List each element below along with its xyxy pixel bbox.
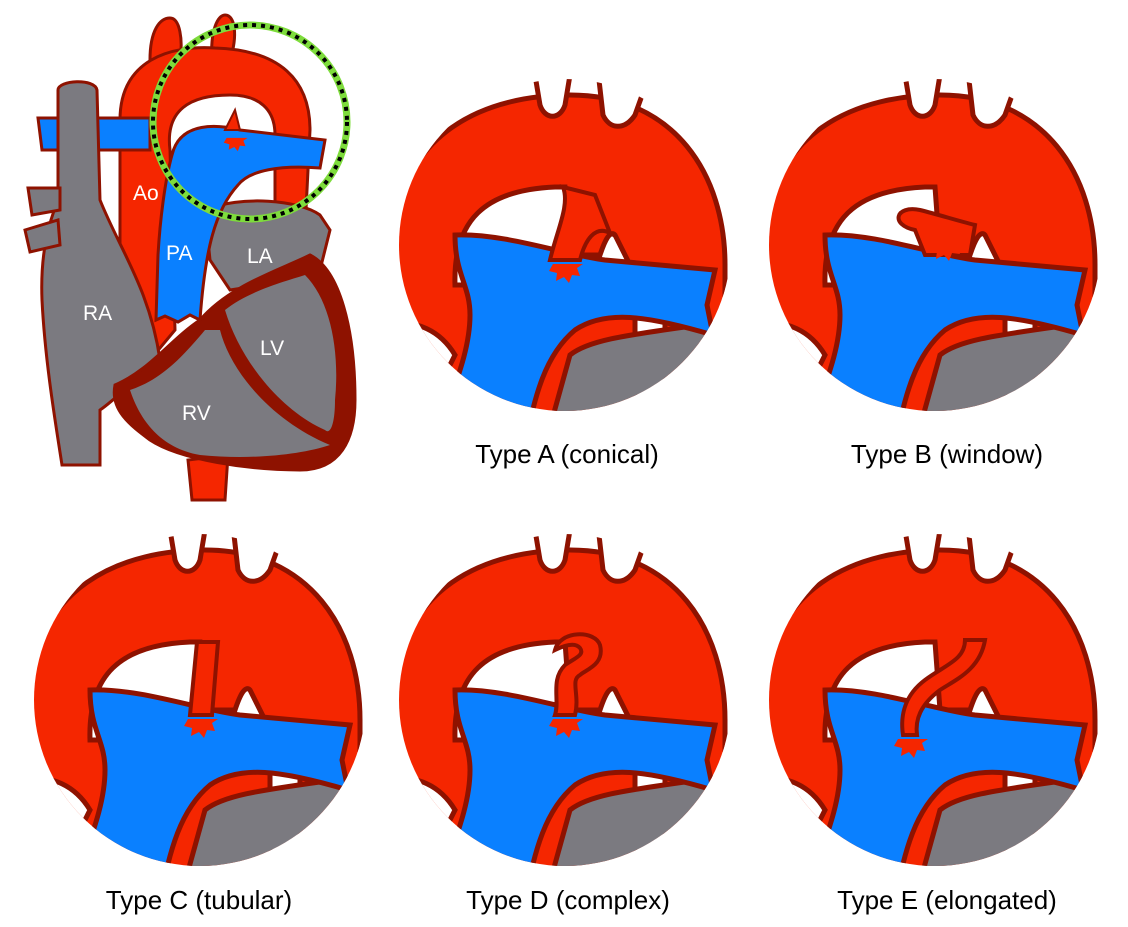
- ductus-conical: [547, 184, 614, 262]
- panel-type-d: [390, 500, 765, 900]
- label-ao: Ao: [133, 182, 159, 205]
- caption-type-d: Type D (complex): [466, 885, 670, 915]
- label-ra: RA: [83, 302, 112, 325]
- panel-type-b: [760, 45, 1128, 445]
- ductus-tubular: [187, 640, 221, 717]
- caption-type-c: Type C (tubular): [106, 885, 292, 915]
- label-pa: PA: [166, 242, 192, 265]
- panel-type-e: [760, 500, 1128, 900]
- heart-illustration: Ao PA LA RA LV RV: [23, 13, 357, 502]
- label-rv: RV: [182, 402, 211, 425]
- caption-type-a: Type A (conical): [475, 439, 659, 469]
- ductus-elongated: [900, 638, 988, 737]
- label-lv: LV: [260, 337, 284, 360]
- panel-type-c: [25, 500, 400, 900]
- caption-type-b: Type B (window): [851, 439, 1043, 469]
- ductus-complex: [551, 632, 603, 717]
- label-la: LA: [247, 245, 273, 268]
- panel-type-a: [390, 45, 765, 445]
- caption-type-e: Type E (elongated): [837, 885, 1057, 915]
